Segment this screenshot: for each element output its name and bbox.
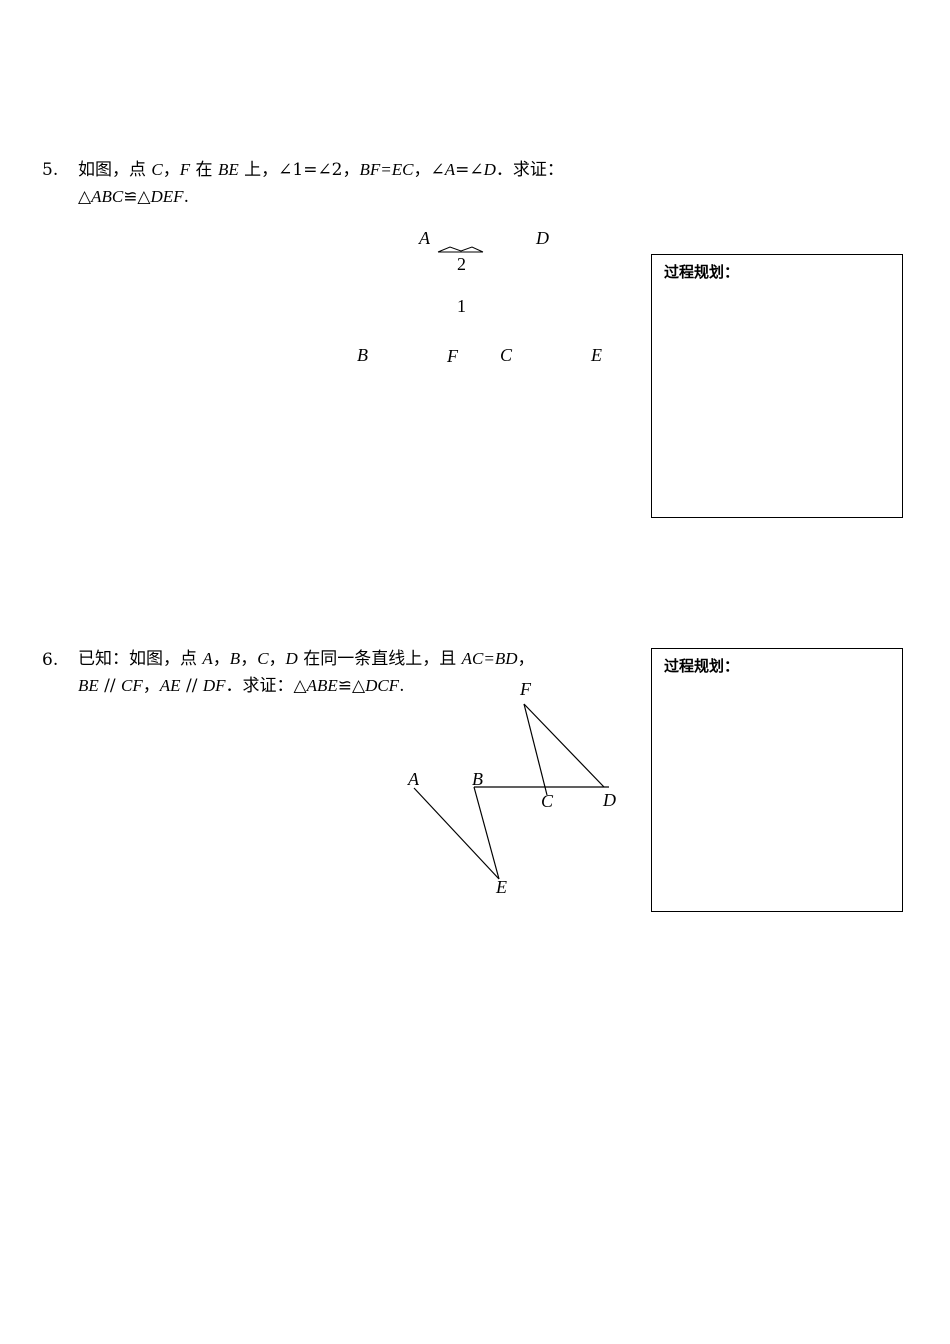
q6-label-A: A bbox=[408, 769, 419, 789]
q6-label-E: E bbox=[496, 877, 507, 897]
q6-segment-FC bbox=[523, 703, 548, 796]
q6-statement-line2: BE // CF，AE // DF．求证：△ABE≌△DCF. bbox=[78, 676, 405, 696]
q5-plan-box[interactable]: 过程规划： bbox=[651, 254, 903, 518]
q6-plan-box[interactable]: 过程规划： bbox=[651, 648, 903, 912]
q6-plan-title: 过程规划： bbox=[664, 657, 740, 675]
q6-label-D: D bbox=[603, 790, 616, 810]
q5-angle-arc bbox=[437, 246, 484, 253]
q5-angle-2-label: 2 bbox=[457, 254, 466, 274]
q5-label-A: A bbox=[419, 228, 430, 248]
q5-statement-line1: 如图，点 C，F 在 BE 上，∠1=∠2，BF=EC，∠A=∠D．求证： bbox=[78, 160, 564, 180]
q5-label-B: B bbox=[357, 345, 368, 365]
q5-statement-line2: △ABC≌△DEF. bbox=[78, 187, 189, 207]
q5-plan-title: 过程规划： bbox=[664, 263, 740, 281]
q5-label-D: D bbox=[536, 228, 549, 248]
q6-label-F: F bbox=[520, 679, 531, 699]
q6-statement-line1: 已知：如图，点 A，B，C，D 在同一条直线上，且 AC=BD， bbox=[78, 649, 535, 669]
q5-label-C: C bbox=[500, 345, 513, 365]
q6-segment-BE bbox=[473, 786, 500, 880]
q6-segment-FD bbox=[523, 703, 605, 788]
q6-label-C: C bbox=[541, 791, 554, 811]
q5-label-E: E bbox=[591, 345, 602, 365]
q6-label-B: B bbox=[472, 769, 483, 789]
q5-number: 5. bbox=[42, 160, 59, 180]
q5-label-F: F bbox=[447, 346, 458, 366]
q5-angle-1-label: 1 bbox=[457, 296, 466, 316]
q6-number: 6. bbox=[42, 650, 59, 670]
q6-segment-AE bbox=[413, 787, 500, 880]
